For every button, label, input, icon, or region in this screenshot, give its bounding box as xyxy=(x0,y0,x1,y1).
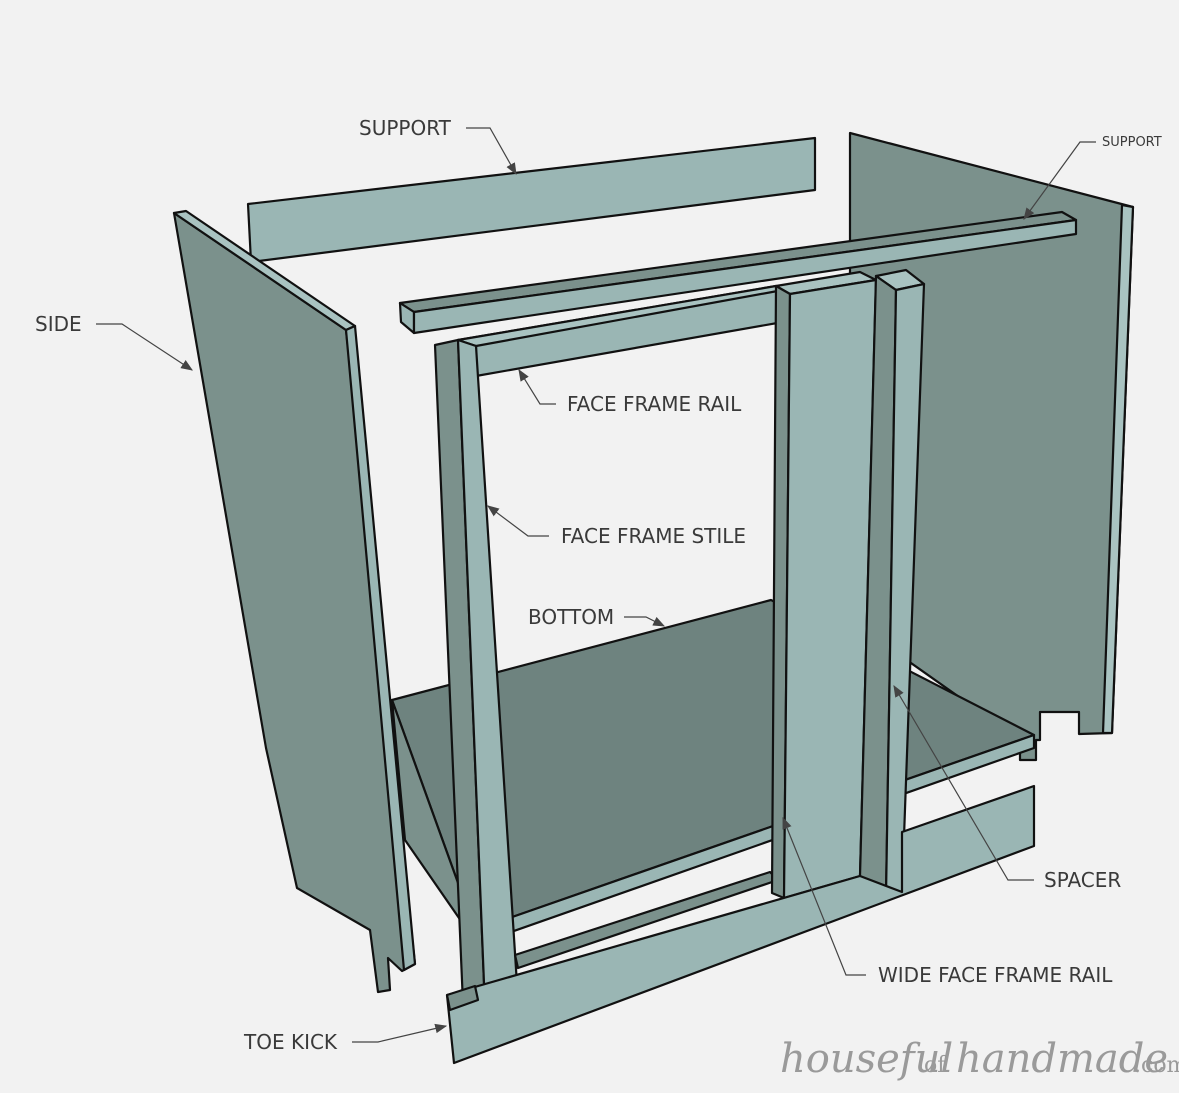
label-toe-kick: TOE KICK xyxy=(243,1030,338,1054)
label-wide-face-frame-rail: WIDE FACE FRAME RAIL xyxy=(878,963,1113,987)
svg-text:houseful: houseful xyxy=(780,1036,953,1082)
label-side: SIDE xyxy=(35,312,82,336)
svg-text:of: of xyxy=(924,1053,947,1078)
leader-lines xyxy=(96,127,1096,1043)
left-side-panel xyxy=(172,209,417,994)
front-support-board xyxy=(398,210,1078,335)
back-support-board xyxy=(246,136,817,264)
toe-kick-board xyxy=(445,784,1036,1065)
watermark-logo: houseful of handmade .com xyxy=(780,1036,1179,1082)
svg-text:handmade: handmade xyxy=(956,1036,1168,1082)
label-support-right: SUPPORT xyxy=(1102,135,1162,150)
label-spacer: SPACER xyxy=(1044,868,1121,892)
label-face-frame-rail: FACE FRAME RAIL xyxy=(567,392,742,416)
wide-face-frame-rail xyxy=(770,270,878,900)
label-face-frame-stile: FACE FRAME STILE xyxy=(561,524,746,548)
svg-text:.com: .com xyxy=(1134,1053,1179,1078)
label-bottom: BOTTOM xyxy=(528,605,614,629)
label-support-top: SUPPORT xyxy=(359,116,452,140)
part-labels: SUPPORT SUPPORT SIDE FACE FRAME RAIL FAC… xyxy=(35,116,1162,1054)
